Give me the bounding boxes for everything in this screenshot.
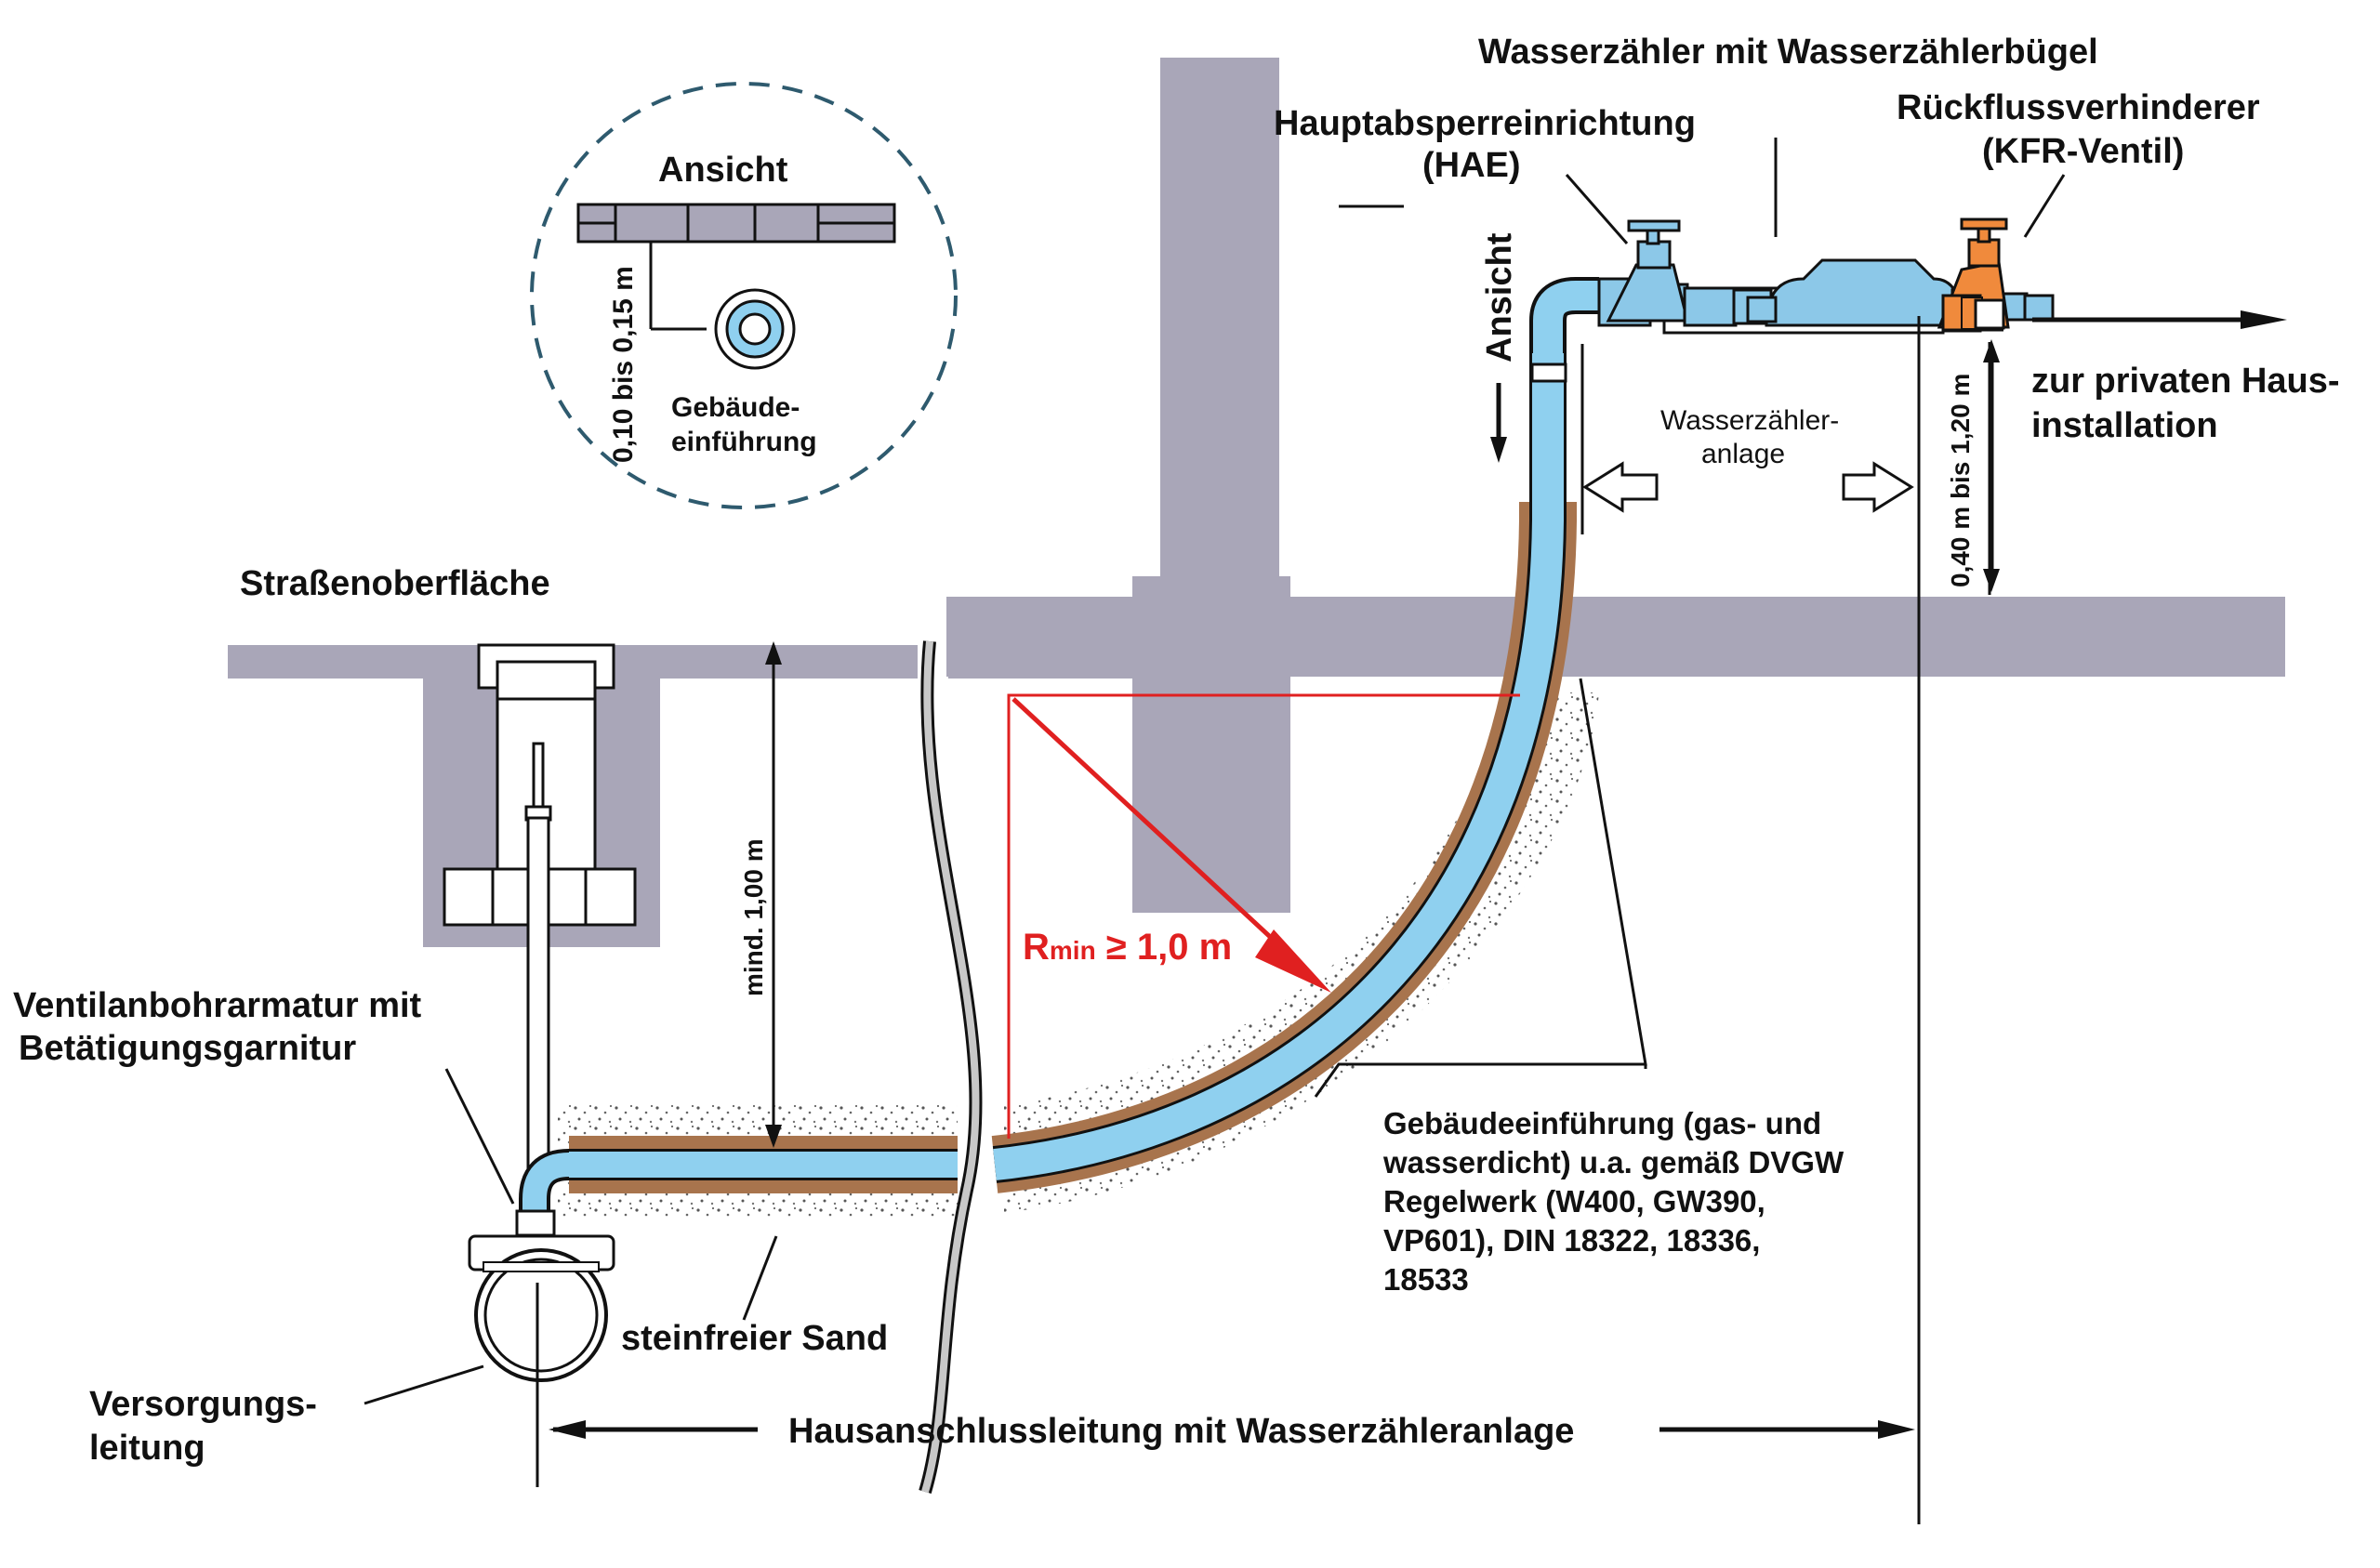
meter-unit-arrows: [1582, 461, 1914, 513]
water-meter: [1765, 258, 1964, 327]
label-sand: steinfreier Sand: [621, 1319, 888, 1358]
label-private-line1: zur privaten Haus-: [2031, 362, 2340, 401]
label-backflow-line2: (KFR-Ventil): [1982, 132, 2184, 171]
label-service-line: Hausanschlussleitung mit Wasserzähleranl…: [788, 1412, 1574, 1451]
label-hae-line1: Hauptabsperreinrichtung: [1274, 104, 1696, 143]
supply-main: [468, 1209, 615, 1382]
label-inset-entry-line2: einführung: [671, 427, 817, 457]
left-hollow-arrow: [1582, 461, 1659, 513]
label-meter-unit-line2: anlage: [1701, 439, 1785, 469]
right-hollow-arrow: [1842, 461, 1914, 513]
sand-bend: [1004, 692, 1599, 1213]
label-radius: Rmin ≥ 1,0 m: [1023, 927, 1232, 968]
label-water-meter: Wasserzähler mit Wasserzählerbügel: [1478, 33, 2098, 72]
house-wall: [1160, 58, 1279, 578]
label-tapping-line1: Ventilanbohrarmatur mit: [13, 986, 422, 1025]
label-inset-distance: 0,10 bis 0,15 m: [608, 266, 639, 463]
label-meter-unit-line1: Wasserzähler-: [1660, 405, 1839, 436]
label-private-line2: installation: [2031, 406, 2218, 445]
entry-spec-block: Gebäudeeinführung (gas- und wasserdicht) …: [1382, 1106, 1844, 1297]
basement-floor-slab: [946, 597, 2285, 677]
label-inset-entry-line1: Gebäude-: [671, 392, 800, 423]
labels: Wasserzähler mit Wasserzählerbügel Haupt…: [13, 33, 2340, 1468]
valve-chamber: [423, 643, 660, 1201]
label-min-depth: mind. 1,00 m: [739, 838, 768, 996]
label-street-surface: Straßenoberfläche: [240, 564, 550, 603]
label-backflow-line1: Rückflussverhinderer: [1897, 88, 2260, 127]
label-supply-line1: Versorgungs-: [89, 1385, 317, 1424]
label-inset-view: Ansicht: [658, 151, 788, 190]
label-hae-line2: (HAE): [1422, 146, 1521, 185]
dimension-lines: [364, 138, 2287, 1524]
radius-box: [1007, 693, 1520, 1139]
meter-assembly: [1597, 217, 2055, 335]
entry-spec-line: Gebäudeeinführung (gas- und: [1383, 1106, 1821, 1140]
radius-arrow-line: [1012, 697, 1294, 959]
break-line: [919, 640, 983, 1494]
radius-construction: [1007, 693, 1520, 1139]
inset-detail: [530, 82, 958, 509]
street-surface-slab-right: [948, 645, 1134, 679]
label-height-range: 0,40 m bis 1,20 m: [1946, 374, 1975, 587]
entry-spec-line: VP601), DIN 18322, 18336,: [1383, 1223, 1760, 1258]
supply-main-pipe: [474, 1248, 608, 1382]
service-pipe: [519, 277, 1599, 1213]
inset-dashed-circle: [530, 82, 958, 509]
label-view-side: Ansicht: [1480, 232, 1519, 362]
entry-spec-line: 18533: [1383, 1262, 1469, 1297]
pipe-bend: [993, 339, 1564, 1180]
label-supply-line2: leitung: [89, 1429, 205, 1468]
label-tapping-line2: Betätigungsgarnitur: [19, 1029, 356, 1068]
hae-valve: [1606, 263, 1689, 323]
entry-spec-line: Regelwerk (W400, GW390,: [1383, 1184, 1765, 1219]
entry-spec-line: wasserdicht) u.a. gemäß DVGW: [1382, 1145, 1844, 1179]
